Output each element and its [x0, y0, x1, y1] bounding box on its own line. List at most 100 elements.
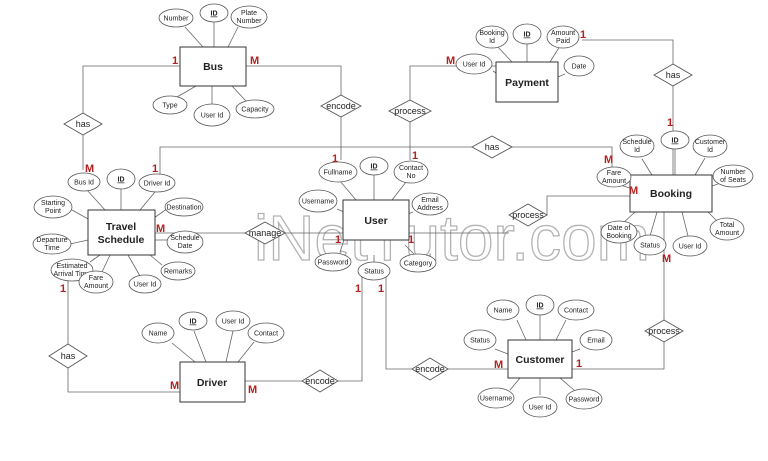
attr-booking-user-id[interactable]: User Id	[672, 235, 708, 257]
attr-bus-type[interactable]: Type	[152, 95, 188, 115]
attr-booking-date-of-booking[interactable]: Date of Booking	[600, 220, 638, 244]
attr-booking-fare-amount[interactable]: Fare Amount	[596, 166, 632, 188]
attr-booking-customer-id[interactable]: Customer Id	[692, 134, 728, 158]
attr-user-email-label-2: Address	[417, 205, 443, 212]
entity-driver[interactable]: Driver	[179, 361, 246, 403]
attr-bus-plate-number[interactable]: Plate Number	[230, 5, 268, 29]
relationship-bus-encode[interactable]: encode	[320, 94, 362, 118]
attr-user-status-label: Status	[364, 269, 384, 276]
attr-ts-eta-label-2: Arrival Time	[54, 271, 91, 278]
attr-ts-fare-amount[interactable]: Fare Amount	[78, 270, 114, 294]
entity-bus[interactable]: Bus	[179, 46, 247, 87]
attr-ts-schedule-date[interactable]: Schedule Date	[166, 230, 204, 254]
attr-ts-user-id[interactable]: User Id	[128, 274, 162, 294]
attr-driver-contact[interactable]: Contact	[247, 322, 285, 344]
attr-payment-booking-id-label-2: Id	[489, 38, 495, 45]
attr-customer-id[interactable]: ID	[525, 294, 555, 316]
attr-booking-schedule-id[interactable]: Schedule Id	[619, 134, 655, 158]
attr-customer-id-label: ID	[537, 303, 544, 310]
card-user-booking-one: 1	[408, 234, 414, 246]
entity-payment[interactable]: Payment	[495, 61, 559, 103]
attr-ts-fare-amount-label-1: Fare	[89, 275, 104, 282]
attr-driver-user-id[interactable]: User Id	[215, 310, 251, 332]
attr-ts-starting-point[interactable]: Starting Point	[33, 195, 73, 219]
attr-customer-user-id[interactable]: User Id	[522, 396, 558, 418]
relationship-payment-has[interactable]: has	[653, 63, 693, 87]
attr-user-id[interactable]: ID	[359, 156, 389, 176]
attr-user-email-label-1: Email	[421, 197, 439, 204]
attr-user-category[interactable]: Category	[399, 253, 437, 273]
relationship-customer-process[interactable]: process	[644, 319, 684, 343]
attr-customer-username[interactable]: Username	[477, 387, 515, 409]
relationship-driver-has[interactable]: has	[48, 343, 88, 369]
attr-payment-amount-paid[interactable]: Amount Paid	[546, 25, 580, 49]
card-user-encode-one: 1	[332, 153, 338, 165]
attr-driver-id[interactable]: ID	[178, 311, 208, 331]
relationship-booking-process[interactable]: process	[508, 203, 548, 227]
entity-user[interactable]: User	[342, 199, 410, 241]
attr-ts-schedule-date-label-2: Date	[178, 243, 193, 250]
relationship-customer-encode[interactable]: encode	[411, 357, 449, 381]
attr-booking-number-of-seats[interactable]: Number of Seats	[712, 164, 754, 188]
attr-user-username[interactable]: Username	[298, 189, 338, 213]
attr-ts-destination[interactable]: Destination	[164, 197, 204, 217]
attr-ts-bus-id[interactable]: Bus Id	[67, 172, 101, 192]
attr-payment-id[interactable]: ID	[512, 23, 542, 45]
attr-booking-seats-label-2: of Seats	[720, 177, 746, 184]
attr-booking-date-label-2: Booking	[606, 233, 631, 240]
attr-booking-total-amount[interactable]: Total Amount	[709, 217, 745, 241]
attr-payment-amount-paid-label-1: Amount	[551, 30, 575, 37]
attr-customer-password[interactable]: Password	[565, 388, 603, 410]
attr-bus-number[interactable]: Number	[158, 8, 194, 28]
card-ts-driver-one: 1	[152, 163, 158, 175]
attr-user-username-label: Username	[302, 199, 334, 206]
relationship-driver-encode[interactable]: encode	[301, 369, 339, 393]
attr-booking-id[interactable]: ID	[660, 130, 690, 150]
attr-ts-driver-id[interactable]: Driver Id	[138, 173, 176, 193]
attr-bus-plate-label-2: Number	[237, 18, 263, 25]
attr-bus-capacity[interactable]: Capacity	[235, 99, 275, 119]
relationship-bus-encode-label: encode	[326, 101, 356, 111]
relationship-user-has-booking[interactable]: has	[471, 135, 513, 159]
attr-customer-username-label: Username	[480, 396, 512, 403]
attr-payment-user-id[interactable]: User Id	[455, 53, 493, 75]
attr-user-email-address[interactable]: Email Address	[411, 192, 449, 216]
entity-booking[interactable]: Booking	[629, 174, 713, 213]
relationship-payment-process-label: process	[394, 106, 426, 116]
card-customer-encode-many: M	[494, 359, 503, 371]
entity-user-label: User	[364, 215, 387, 227]
attr-bus-id[interactable]: ID	[199, 3, 229, 23]
card-ts-has-one: 1	[60, 283, 66, 295]
attr-booking-date-label-1: Date of	[608, 225, 631, 232]
card-payment-process-many: M	[446, 55, 455, 67]
attr-booking-schedule-id-label-2: Id	[634, 147, 640, 154]
attr-payment-date[interactable]: Date	[563, 55, 595, 77]
attr-payment-booking-id[interactable]: Booking Id	[475, 25, 509, 49]
relationship-payment-process[interactable]: process	[388, 99, 432, 123]
attr-user-fullname[interactable]: Fullname	[318, 161, 358, 183]
watermark: iNetTutor.com	[254, 202, 650, 274]
attr-booking-total-label-2: Amount	[715, 230, 739, 237]
attr-ts-departure-time[interactable]: Departure Time	[32, 233, 72, 255]
attr-customer-contact[interactable]: Contact	[557, 299, 595, 321]
entity-customer[interactable]: Customer	[507, 339, 573, 379]
entity-travel-schedule[interactable]: Travel Schedule	[87, 209, 156, 256]
attr-customer-email[interactable]: Email	[579, 329, 613, 351]
attr-user-contact-no[interactable]: Contact No	[393, 160, 429, 184]
relationship-manage[interactable]: manage	[244, 221, 286, 245]
attr-ts-driver-id-label: Driver Id	[144, 181, 171, 188]
attr-user-status[interactable]: Status	[357, 261, 391, 281]
relationship-driver-encode-label: encode	[305, 376, 335, 386]
attr-booking-status[interactable]: Status	[633, 234, 667, 256]
attr-bus-user-id[interactable]: User Id	[193, 103, 231, 127]
attr-user-password[interactable]: Password	[314, 252, 352, 272]
attr-ts-remarks[interactable]: Remarks	[160, 261, 196, 281]
attr-driver-name[interactable]: Name	[141, 322, 175, 344]
attr-customer-status-label: Status	[470, 338, 490, 345]
attr-customer-name[interactable]: Name	[486, 299, 520, 321]
attr-ts-id[interactable]: ID	[106, 168, 136, 190]
relationship-bus-has[interactable]: has	[63, 112, 103, 136]
attr-customer-status[interactable]: Status	[463, 329, 497, 351]
attr-ts-user-id-label: User Id	[134, 282, 157, 289]
